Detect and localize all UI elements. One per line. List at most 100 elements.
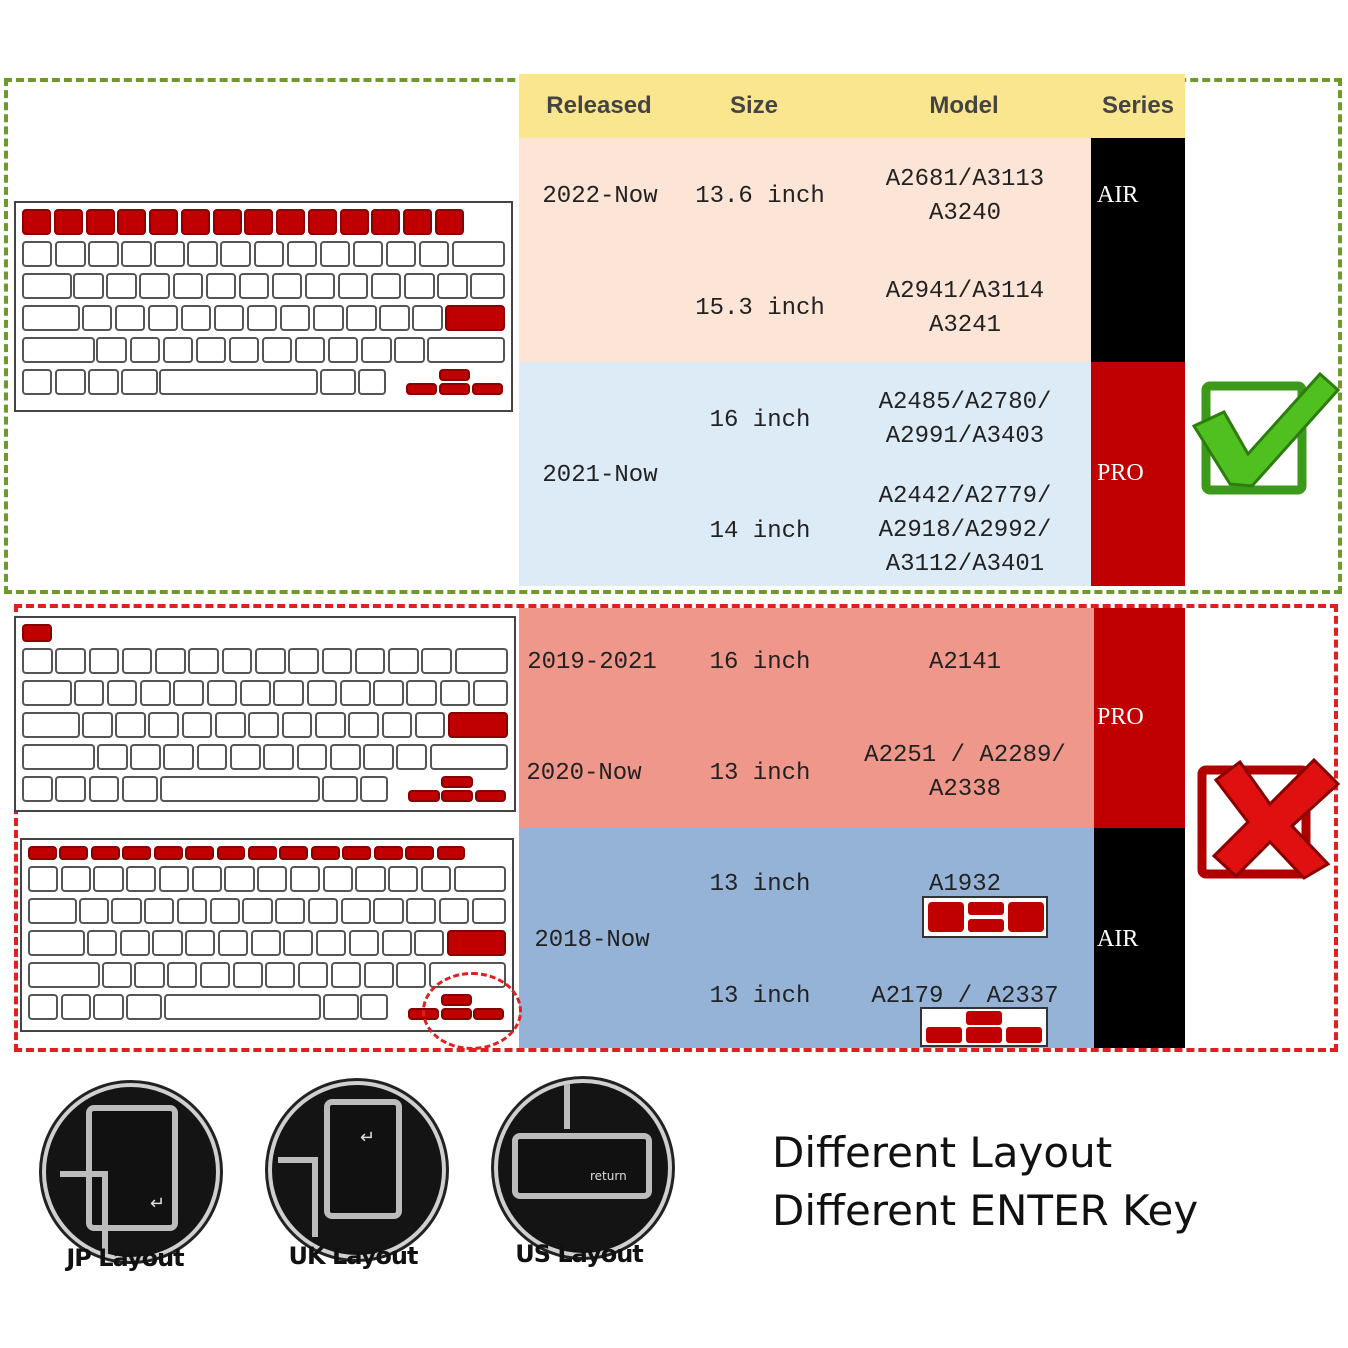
keyboard-key xyxy=(246,305,278,331)
keyboard-key xyxy=(22,241,53,267)
row-model: A2941/A3114 xyxy=(885,278,1045,305)
keyboard-key xyxy=(337,273,369,299)
keyboard-key xyxy=(304,273,336,299)
keyboard-key xyxy=(60,994,91,1020)
keyboard-key xyxy=(55,648,86,674)
row-model: A3241 xyxy=(928,312,1001,339)
keyboard-key xyxy=(126,994,163,1020)
keyboard-key xyxy=(139,273,170,299)
keyboard-key xyxy=(162,337,194,363)
series-cell-pro: PRO xyxy=(1091,362,1185,586)
keyboard-key xyxy=(373,680,404,706)
keyboard-key xyxy=(22,337,95,363)
keyboard-key xyxy=(253,241,284,267)
row-model: A1932 xyxy=(928,871,1001,898)
row-model: A2141 xyxy=(928,649,1001,676)
keyboard-key xyxy=(405,846,434,860)
keyboard-key xyxy=(22,369,53,395)
keyboard-diagram-air-2018 xyxy=(20,838,514,1032)
row-model: A2338 xyxy=(928,776,1001,803)
keyboard-key xyxy=(436,846,466,860)
keyboard-key xyxy=(195,337,227,363)
keyboard-key xyxy=(371,273,402,299)
keyboard-key xyxy=(232,962,263,988)
keyboard-key xyxy=(421,648,453,674)
keyboard-key xyxy=(220,241,251,267)
keyboard-key xyxy=(454,648,508,674)
keyboard-key xyxy=(357,369,386,395)
enter-glyph: ↵ xyxy=(150,1193,166,1213)
keyboard-key xyxy=(322,994,359,1020)
keyboard-key xyxy=(385,241,417,267)
keyboard-key xyxy=(322,866,353,892)
row-model: A2485/A2780/ xyxy=(878,389,1052,416)
keyboard-key xyxy=(354,648,386,674)
keyboard-key xyxy=(22,744,96,770)
keyboard-key xyxy=(408,790,440,802)
keyboard-key xyxy=(206,680,238,706)
header-series: Series xyxy=(1101,92,1175,119)
green-checkmark-icon xyxy=(1191,371,1341,495)
row-size: 13 inch xyxy=(709,760,811,787)
keyboard-key xyxy=(381,712,413,738)
keyboard-key xyxy=(313,305,344,331)
keyboard-key xyxy=(217,930,248,956)
keyboard-key xyxy=(212,209,242,235)
keyboard-key xyxy=(159,369,319,395)
keyboard-key xyxy=(404,273,435,299)
keyboard-key xyxy=(22,624,52,642)
keyboard-key xyxy=(147,305,179,331)
row-model: A2251 / A2289/ xyxy=(864,742,1066,769)
arrow-keys-highlight-circle xyxy=(422,972,522,1050)
keyboard-key xyxy=(28,898,78,924)
keyboard-key xyxy=(265,962,296,988)
keyboard-key xyxy=(185,930,216,956)
keyboard-key xyxy=(438,369,471,381)
keyboard-key xyxy=(22,209,52,235)
keyboard-key xyxy=(228,337,260,363)
keyboard-key xyxy=(271,273,303,299)
keyboard-key xyxy=(307,209,337,235)
header-size: Size xyxy=(729,92,779,119)
keyboard-key xyxy=(199,962,230,988)
keyboard-key xyxy=(163,994,321,1020)
keyboard-key xyxy=(160,776,320,802)
keyboard-key xyxy=(187,241,218,267)
keyboard-key xyxy=(242,898,273,924)
row-model: A3240 xyxy=(928,200,1001,227)
us-layout-closeup: return xyxy=(494,1079,672,1257)
series-cell-pro: PRO xyxy=(1094,608,1185,828)
keyboard-key xyxy=(22,776,53,802)
keyboard-key xyxy=(289,866,321,892)
keyboard-key xyxy=(153,846,183,860)
keyboard-key xyxy=(363,744,394,770)
keyboard-key xyxy=(438,383,471,395)
keyboard-key xyxy=(321,648,353,674)
keyboard-key xyxy=(180,209,210,235)
caption-line-2: Different ENTER Key xyxy=(772,1186,1199,1235)
keyboard-key xyxy=(181,712,213,738)
keyboard-key xyxy=(471,898,506,924)
keyboard-key xyxy=(28,846,57,860)
keyboard-key xyxy=(28,866,59,892)
keyboard-key xyxy=(346,305,377,331)
keyboard-key xyxy=(340,898,371,924)
keyboard-key xyxy=(352,241,384,267)
keyboard-key xyxy=(359,776,389,802)
keyboard-key xyxy=(439,680,471,706)
keyboard-key xyxy=(379,305,410,331)
keyboard-key xyxy=(286,241,318,267)
keyboard-key xyxy=(316,930,347,956)
keyboard-key xyxy=(250,930,281,956)
return-key-text: return xyxy=(590,1169,627,1183)
keyboard-key xyxy=(441,790,474,802)
keyboard-key xyxy=(310,846,340,860)
keyboard-key xyxy=(342,846,372,860)
keyboard-key xyxy=(414,712,446,738)
keyboard-key xyxy=(279,846,309,860)
keyboard-key xyxy=(275,898,306,924)
keyboard-key xyxy=(55,369,86,395)
keyboard-key xyxy=(396,744,428,770)
row-model: A2991/A3403 xyxy=(885,423,1045,450)
row-released: 2021-Now xyxy=(542,462,658,489)
